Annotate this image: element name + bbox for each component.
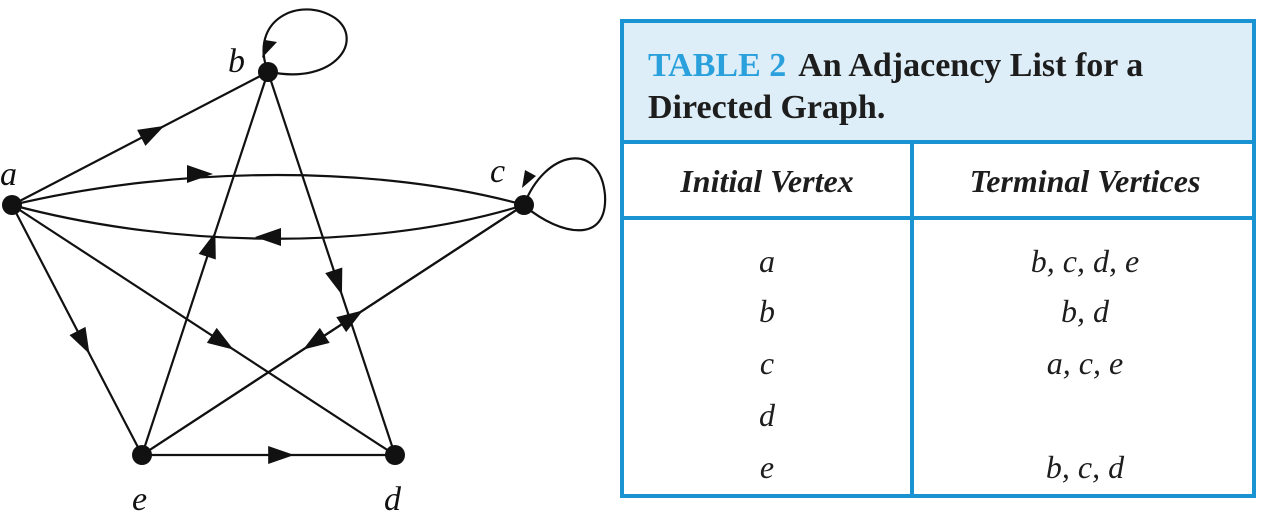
table-caption: An Adjacency List for a Directed Graph.	[648, 47, 1144, 126]
vertex-a	[2, 195, 22, 215]
vertices-layer	[2, 62, 534, 465]
directed-graph: a b c d e	[0, 8, 607, 518]
loop-c	[522, 157, 607, 232]
vertex-label-e: e	[132, 481, 147, 518]
arrow-e-d	[268, 446, 295, 464]
header-rule	[624, 216, 1252, 220]
table-cell-initial: d	[759, 397, 775, 433]
vertex-e	[132, 445, 152, 465]
arrow-a-b	[137, 125, 165, 146]
table-number: TABLE 2	[648, 47, 787, 84]
vertex-c	[514, 195, 534, 215]
vertex-labels-layer: a b c d e	[0, 43, 505, 518]
arrow-e-b	[198, 232, 216, 260]
vertex-label-a: a	[0, 156, 17, 193]
table-cell-terminal: b, d	[1061, 293, 1109, 329]
table-cell-terminal: b, c, d, e	[1030, 243, 1140, 279]
vertex-label-c: c	[490, 153, 505, 190]
table-cell-terminal: b, c, d	[1045, 449, 1125, 485]
vertex-b	[258, 62, 278, 82]
arrow-loop-c	[522, 170, 536, 188]
edge-a-to-e	[11, 204, 143, 456]
column-header-initial-vertex: Initial Vertex	[680, 163, 854, 199]
arrow-b-d	[325, 267, 343, 295]
vertex-d	[385, 445, 405, 465]
edge-b-to-d	[266, 71, 397, 456]
arrowheads-layer	[69, 40, 536, 464]
arrow-loop-b	[262, 40, 277, 58]
table-cell-terminal	[914, 395, 1256, 435]
table-cell-initial: b	[759, 293, 775, 329]
edges-layer	[11, 8, 607, 457]
arrow-a-e	[69, 326, 90, 355]
vertex-label-d: d	[384, 481, 402, 518]
table-cell-initial: e	[759, 449, 775, 485]
edge-a-to-d	[11, 204, 396, 456]
arrow-e-c	[336, 310, 363, 333]
edge-a-to-b	[11, 71, 269, 206]
arrow-c-a	[255, 228, 281, 246]
edge-e-to-c	[141, 204, 525, 456]
edge-a-to-c	[11, 173, 525, 207]
vertex-label-b: b	[228, 43, 245, 80]
edge-e-to-b	[140, 71, 270, 456]
arrow-a-c	[187, 165, 213, 183]
arrow-a-d	[206, 327, 234, 350]
column-divider	[910, 144, 914, 494]
table-cell-terminal: a, c, e	[1046, 345, 1124, 381]
table-cell-initial: c	[759, 345, 775, 381]
loop-b	[262, 8, 348, 76]
arrow-c-e	[303, 327, 330, 350]
column-header-terminal-vertices: Terminal Vertices	[969, 163, 1201, 199]
table-cell-initial: a	[759, 243, 775, 279]
